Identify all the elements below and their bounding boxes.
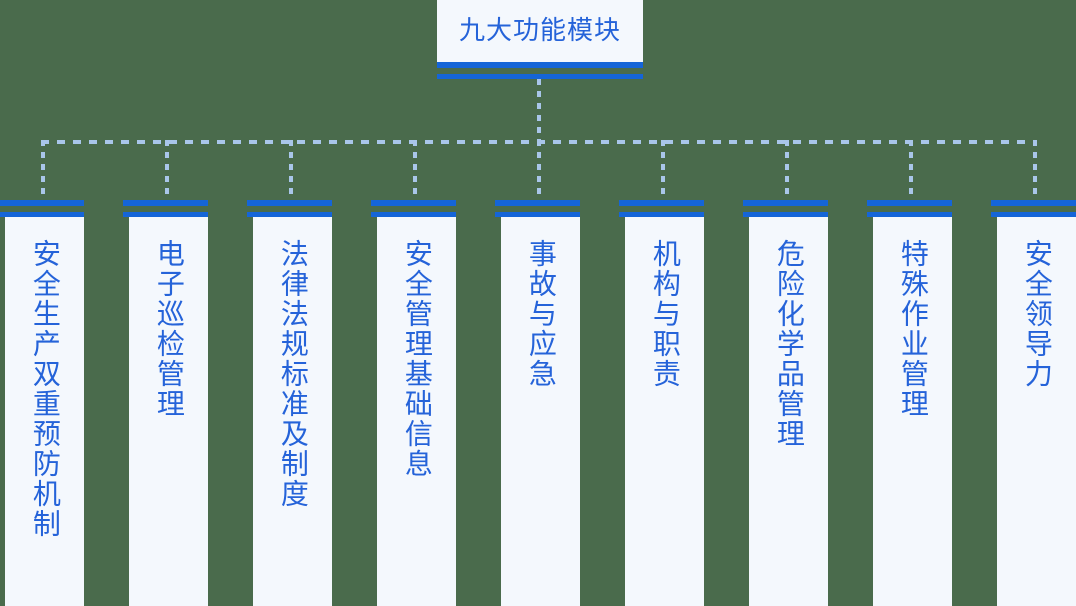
module-node-7[interactable]: 危险化学品管理	[743, 200, 828, 606]
module-5-body: 事故与应急	[501, 217, 580, 606]
module-4-label: 安全管理基础信息	[400, 239, 434, 479]
module-9-bar-thick	[991, 200, 1076, 206]
module-7-accent-bars	[743, 200, 828, 217]
module-5-accent-bars	[495, 200, 580, 217]
module-3-bar-thin	[247, 212, 332, 217]
module-4-accent-bars	[371, 200, 456, 217]
module-4-bar-thin	[371, 212, 456, 217]
root-accent-bar-thin	[437, 74, 643, 79]
module-3-accent-bars	[247, 200, 332, 217]
module-8-label: 特殊作业管理	[896, 239, 930, 419]
module-9-label: 安全领导力	[1020, 239, 1054, 389]
module-6-label: 机构与职责	[648, 239, 682, 389]
root-node-box: 九大功能模块	[437, 0, 643, 62]
module-8-accent-bars	[867, 200, 952, 217]
module-1-bar-thin	[0, 212, 84, 217]
module-7-label: 危险化学品管理	[772, 239, 806, 449]
module-7-bar-thick	[743, 200, 828, 206]
module-node-8[interactable]: 特殊作业管理	[867, 200, 952, 606]
module-4-body: 安全管理基础信息	[377, 217, 456, 606]
module-node-4[interactable]: 安全管理基础信息	[371, 200, 456, 606]
module-1-accent-bars	[0, 200, 84, 217]
connector-root-vertical	[537, 79, 541, 143]
module-9-accent-bars	[991, 200, 1076, 217]
module-9-bar-thin	[991, 212, 1076, 217]
module-7-bar-thin	[743, 212, 828, 217]
connector-branch-9	[1033, 140, 1037, 200]
module-node-2[interactable]: 电子巡检管理	[123, 200, 208, 606]
module-2-body: 电子巡检管理	[129, 217, 208, 606]
module-2-label: 电子巡检管理	[152, 239, 186, 419]
connector-branch-8	[909, 140, 913, 200]
module-2-accent-bars	[123, 200, 208, 217]
module-9-body: 安全领导力	[997, 217, 1076, 606]
module-6-body: 机构与职责	[625, 217, 704, 606]
module-node-5[interactable]: 事故与应急	[495, 200, 580, 606]
root-accent-bar-thick	[437, 62, 643, 68]
connector-branch-3	[289, 140, 293, 200]
connector-branch-5	[537, 140, 541, 200]
module-8-body: 特殊作业管理	[873, 217, 952, 606]
root-node-label: 九大功能模块	[458, 16, 621, 46]
module-1-label: 安全生产双重预防机制	[28, 239, 62, 539]
connector-branch-6	[661, 140, 665, 200]
module-3-label: 法律法规标准及制度	[276, 239, 310, 509]
module-6-bar-thin	[619, 212, 704, 217]
module-1-body: 安全生产双重预防机制	[5, 217, 84, 606]
module-8-bar-thin	[867, 212, 952, 217]
connector-branch-4	[413, 140, 417, 200]
module-1-bar-thick	[0, 200, 84, 206]
module-node-3[interactable]: 法律法规标准及制度	[247, 200, 332, 606]
connector-branch-7	[785, 140, 789, 200]
module-5-bar-thin	[495, 212, 580, 217]
module-8-bar-thick	[867, 200, 952, 206]
module-6-bar-thick	[619, 200, 704, 206]
module-4-bar-thick	[371, 200, 456, 206]
module-2-bar-thin	[123, 212, 208, 217]
module-6-accent-bars	[619, 200, 704, 217]
module-3-body: 法律法规标准及制度	[253, 217, 332, 606]
module-5-label: 事故与应急	[524, 239, 558, 389]
module-node-6[interactable]: 机构与职责	[619, 200, 704, 606]
module-node-9[interactable]: 安全领导力	[991, 200, 1076, 606]
module-7-body: 危险化学品管理	[749, 217, 828, 606]
module-node-1[interactable]: 安全生产双重预防机制	[0, 200, 84, 606]
module-2-bar-thick	[123, 200, 208, 206]
module-5-bar-thick	[495, 200, 580, 206]
connector-branch-1	[41, 140, 45, 200]
root-node[interactable]: 九大功能模块	[437, 0, 643, 79]
module-3-bar-thick	[247, 200, 332, 206]
connector-branch-2	[165, 140, 169, 200]
